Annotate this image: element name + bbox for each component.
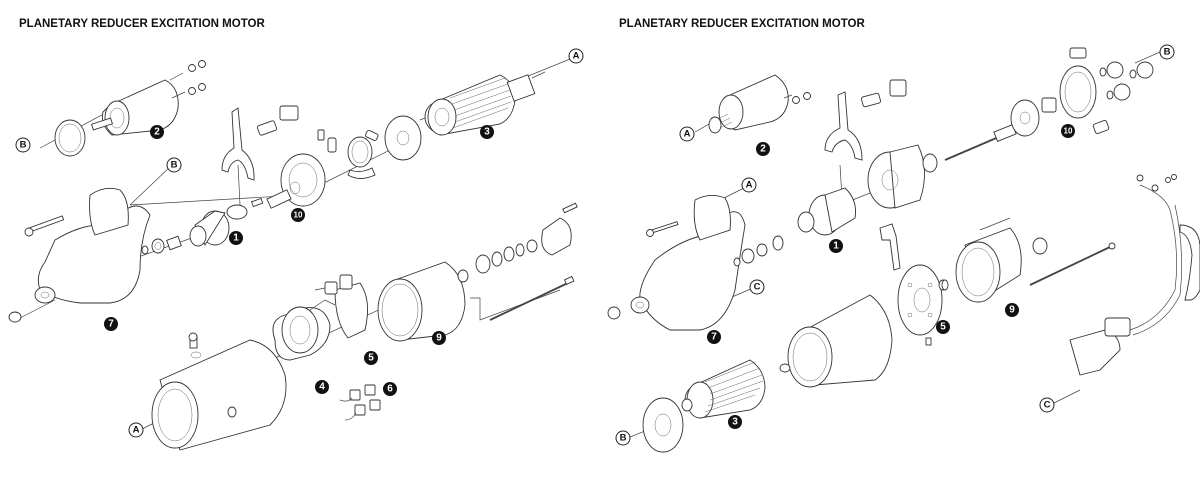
svg-text:3: 3 — [484, 127, 490, 138]
callout-part-1: 1 — [229, 231, 243, 245]
solenoid-part — [90, 60, 206, 136]
reference-label-b: B — [615, 430, 631, 446]
washer-set-part — [733, 235, 784, 267]
svg-text:A: A — [746, 180, 753, 191]
callout-part-7: 7 — [707, 330, 721, 344]
leader-line — [1134, 51, 1161, 64]
armature-part — [424, 71, 546, 136]
svg-text:2: 2 — [760, 144, 766, 155]
svg-text:4: 4 — [319, 382, 325, 393]
svg-text:5: 5 — [368, 353, 374, 364]
panel-title: PLANETARY REDUCER EXCITATION MOTOR — [19, 18, 265, 30]
shift-fork-part — [824, 79, 907, 161]
svg-text:7: 7 — [108, 319, 114, 330]
callout-part-3: 3 — [728, 415, 742, 429]
leader-line — [470, 289, 561, 321]
planet-carrier-part — [266, 153, 326, 209]
svg-text:A: A — [684, 129, 691, 140]
reference-label-b: B — [15, 137, 31, 153]
svg-text:9: 9 — [1009, 305, 1015, 316]
svg-text:9: 9 — [436, 333, 442, 344]
callout-part-7: 7 — [104, 317, 118, 331]
svg-text:7: 7 — [711, 332, 717, 343]
callout-part-10: 10 — [1061, 124, 1075, 138]
callout-part-1: 1 — [829, 239, 843, 253]
diagram-panel-left: PLANETARY REDUCER EXCITATION MOTOR — [8, 18, 584, 451]
diagram-panel-right: PLANETARY REDUCER EXCITATION MOTOR — [600, 0, 1200, 480]
reference-label-c: C — [1039, 397, 1055, 413]
callout-part-6: 6 — [383, 382, 397, 396]
leader-line — [129, 164, 173, 206]
svg-text:5: 5 — [940, 322, 946, 333]
reference-label-b: B — [166, 157, 182, 173]
drive-pinion-part — [189, 197, 264, 247]
callout-part-9: 9 — [432, 331, 446, 345]
callout-part-9: 9 — [1005, 303, 1019, 317]
reference-label-a: A — [568, 48, 584, 64]
leader-line — [979, 217, 1011, 231]
brush-holder-part — [314, 274, 369, 339]
planet-gear-set-part — [1099, 61, 1154, 101]
leader-line — [1049, 389, 1081, 406]
callout-part-5: 5 — [936, 320, 950, 334]
callout-part-4: 4 — [315, 380, 329, 394]
svg-text:6: 6 — [387, 384, 393, 395]
retaining-ring-part — [54, 119, 86, 157]
svg-text:1: 1 — [833, 241, 839, 252]
callout-part-5: 5 — [364, 351, 378, 365]
ring-gear-part — [317, 129, 379, 179]
frame-part — [151, 332, 287, 451]
reference-label-a: A — [679, 126, 695, 142]
reference-label-a: A — [128, 422, 144, 438]
svg-text:C: C — [754, 282, 761, 293]
callout-part-2: 2 — [756, 142, 770, 156]
drive-housing-part — [607, 195, 746, 331]
washer-set-part — [141, 235, 182, 255]
armature-part — [681, 359, 766, 419]
reference-label-a: A — [741, 177, 757, 193]
svg-text:A: A — [573, 51, 580, 62]
svg-text:1: 1 — [233, 233, 239, 244]
ring-gear-part — [1059, 47, 1110, 134]
svg-text:10: 10 — [294, 211, 303, 220]
svg-text:10: 10 — [1064, 127, 1073, 136]
svg-text:B: B — [171, 160, 178, 171]
through-bolt-part — [1029, 242, 1116, 286]
drive-housing-part — [8, 187, 151, 323]
callout-part-10: 10 — [291, 208, 305, 222]
planet-carrier-part — [1010, 97, 1057, 137]
svg-text:B: B — [20, 140, 27, 151]
end-cover-part — [377, 261, 466, 342]
exploded-view-left: 1 2 3 4 5 6 7 9 10 A A B B — [8, 48, 584, 451]
through-bolt-part — [489, 275, 575, 321]
output-shaft-part — [922, 124, 1017, 173]
end-plate-part — [384, 115, 422, 161]
reference-label-c: C — [749, 279, 765, 295]
svg-text:C: C — [1044, 400, 1051, 411]
end-cover-part — [941, 227, 1048, 303]
svg-text:2: 2 — [154, 127, 160, 138]
callout-part-2: 2 — [150, 125, 164, 139]
frame-part — [779, 294, 893, 388]
shift-fork-part — [221, 105, 299, 206]
svg-text:B: B — [620, 433, 627, 444]
field-coil-part — [272, 299, 336, 361]
wiring-harness-part — [1069, 174, 1200, 376]
callout-part-3: 3 — [480, 125, 494, 139]
svg-text:A: A — [133, 425, 140, 436]
solenoid-part — [708, 74, 811, 134]
bracket-part — [879, 223, 901, 271]
intermediate-housing-part — [867, 144, 925, 209]
bearing-washer-set-part — [457, 202, 578, 283]
panel-title: PLANETARY REDUCER EXCITATION MOTOR — [619, 18, 865, 30]
svg-text:3: 3 — [732, 417, 738, 428]
svg-text:B: B — [1164, 47, 1171, 58]
end-plate-part — [642, 397, 684, 453]
reference-label-b: B — [1159, 44, 1175, 60]
drive-pinion-part — [797, 187, 856, 236]
leader-line — [129, 234, 201, 261]
exploded-view-right: 1 2 3 5 7 9 10 A A B B C C — [607, 44, 1200, 453]
leader-line — [19, 299, 56, 319]
brush-set-part — [339, 384, 381, 421]
